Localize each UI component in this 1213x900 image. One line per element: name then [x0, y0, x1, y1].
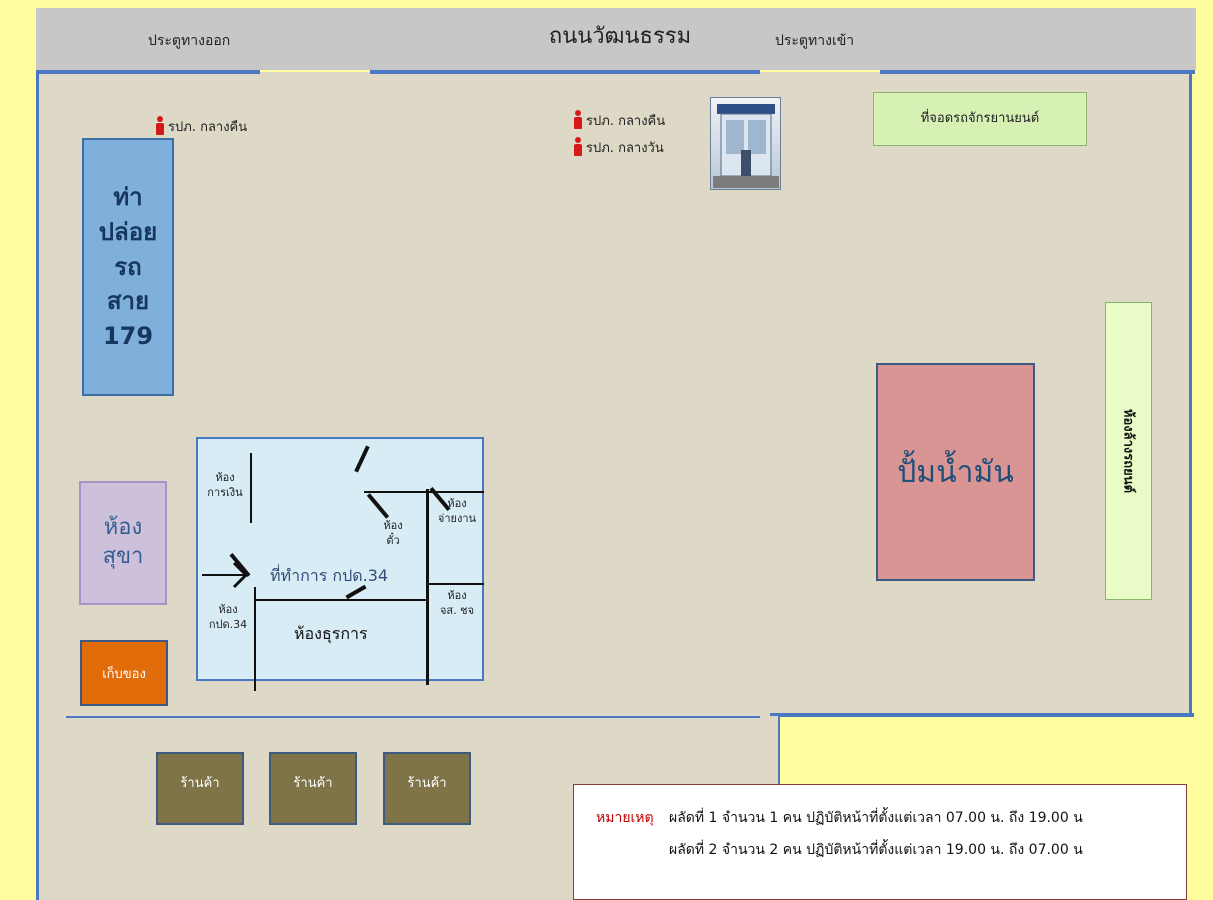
- wall: [428, 491, 484, 493]
- chief-room-label: ห้อง กปด.34: [208, 603, 248, 631]
- toilet-room: ห้อง สุขา: [79, 481, 167, 605]
- exit-gate-label: ประตูทางออก: [148, 33, 231, 49]
- car-wash-room: ห้องล้างรถยนต์: [1105, 302, 1152, 600]
- wall: [250, 453, 252, 523]
- js-room-label: ห้อง จส. ชจ: [439, 589, 475, 617]
- guard-icon: [156, 116, 164, 135]
- road-title: ถนนวัฒนธรรม: [548, 24, 692, 49]
- shop-2: ร้านค้า: [269, 752, 357, 825]
- shop-1: ร้านค้า: [156, 752, 244, 825]
- guard-night-label: รปภ. กลางคืน: [168, 120, 248, 135]
- office-title: ที่ทำการ กปด.34: [270, 566, 389, 585]
- road-bar: [36, 8, 1196, 70]
- boundary-line: [370, 70, 760, 74]
- wall: [254, 599, 426, 601]
- boundary-line: [36, 70, 260, 74]
- motorcycle-parking: ที่จอดรถจักรยานยนต์: [873, 92, 1087, 146]
- payroll-room-label: ห้อง จ่ายงาน: [437, 497, 477, 525]
- door-mark: [354, 445, 370, 473]
- wall: [364, 491, 426, 493]
- car-wash-label: ห้องล้างรถยนต์: [1120, 408, 1135, 494]
- note-line-2: ผลัดที่ 2 จำนวน 2 คน ปฏิบัติหน้าที่ตั้งแ…: [669, 842, 1083, 858]
- storage-room: เก็บของ: [80, 640, 168, 706]
- finance-room-label: ห้อง การเงิน: [207, 471, 243, 499]
- bus-stand-label: ท่า ปล่อย รถ สาย 179: [98, 183, 158, 351]
- guard-icon: [574, 137, 582, 156]
- road-area: ถนนวัฒนธรรม ประตูทางออก ประตูทางเข้า: [0, 0, 1213, 70]
- boundary-line: [880, 70, 1195, 74]
- boundary-line: [770, 713, 1194, 717]
- wall: [426, 489, 429, 685]
- bus-stand-179: ท่า ปล่อย รถ สาย 179: [82, 138, 174, 396]
- fuel-pump-label: ปั้มน้ำมัน: [897, 454, 1014, 490]
- shop-3: ร้านค้า: [383, 752, 471, 825]
- guard-icon: [574, 110, 582, 129]
- door-mark: [366, 493, 390, 519]
- admin-room-label: ห้องธุรการ: [294, 624, 368, 643]
- guard-day-label: รปภ. กลางวัน: [586, 141, 664, 156]
- ticket-room-label: ห้อง ตั๋ว: [383, 519, 403, 547]
- fuel-pump: ปั้มน้ำมัน: [876, 363, 1035, 581]
- entrance-arrow-icon: [202, 561, 249, 589]
- booth-icon: [713, 104, 779, 188]
- guard-left: รปภ. กลางคืน: [156, 116, 247, 137]
- wall: [254, 587, 256, 691]
- office-building: ห้อง การเงิน ห้อง กปด.34 ห้อง ตั๋ว ห้อง …: [196, 437, 484, 691]
- divider-line: [66, 716, 760, 718]
- guard-booth-image: [710, 97, 781, 190]
- toilet-label: ห้อง สุขา: [102, 515, 144, 569]
- guard-night-label: รปภ. กลางคืน: [586, 114, 666, 129]
- guard-gate-night: รปภ. กลางคืน: [574, 110, 665, 131]
- note-line-1: ผลัดที่ 1 จำนวน 1 คน ปฏิบัติหน้าที่ตั้งแ…: [669, 810, 1083, 826]
- boundary-line: [776, 716, 780, 784]
- note-box: หมายเหตุ ผลัดที่ 1 จำนวน 1 คน ปฏิบัติหน้…: [573, 784, 1187, 900]
- note-heading: หมายเหตุ: [596, 810, 654, 826]
- wall: [428, 583, 484, 585]
- entry-gate-label: ประตูทางเข้า: [775, 33, 855, 49]
- guard-gate-day: รปภ. กลางวัน: [574, 137, 664, 158]
